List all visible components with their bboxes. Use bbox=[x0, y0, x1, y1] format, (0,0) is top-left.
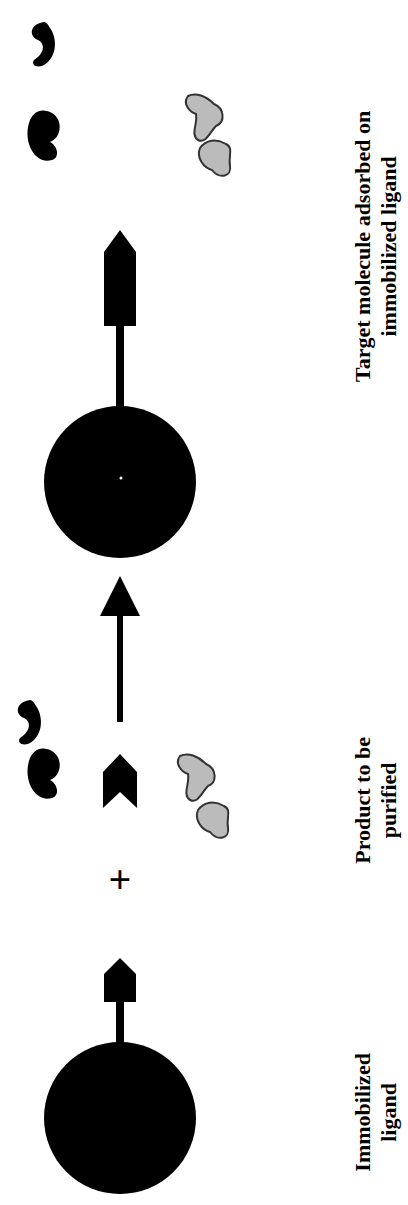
stage-label: Immobilized ligand bbox=[350, 1042, 403, 1182]
ligand-stem bbox=[116, 996, 124, 1046]
bead bbox=[44, 1042, 196, 1194]
impurity bbox=[18, 700, 41, 744]
impurity bbox=[186, 94, 223, 140]
impurity bbox=[27, 748, 59, 798]
bead bbox=[44, 406, 196, 558]
target-molecule bbox=[103, 754, 137, 808]
stage-label: Target molecule adsorbed on immobilized … bbox=[350, 106, 403, 386]
plus-sign: + bbox=[109, 856, 132, 904]
impurity bbox=[199, 141, 230, 176]
impurity bbox=[32, 22, 55, 66]
bead-highlight bbox=[120, 477, 123, 480]
process-arrow bbox=[117, 608, 123, 722]
impurity bbox=[197, 803, 228, 838]
ligand-head bbox=[104, 958, 136, 1002]
ligand-stem bbox=[116, 318, 124, 410]
bound-target bbox=[104, 230, 136, 326]
impurity bbox=[27, 110, 59, 160]
impurity bbox=[178, 754, 215, 800]
stage-label: Product to be purified bbox=[350, 720, 403, 880]
process-arrowhead bbox=[100, 576, 140, 616]
